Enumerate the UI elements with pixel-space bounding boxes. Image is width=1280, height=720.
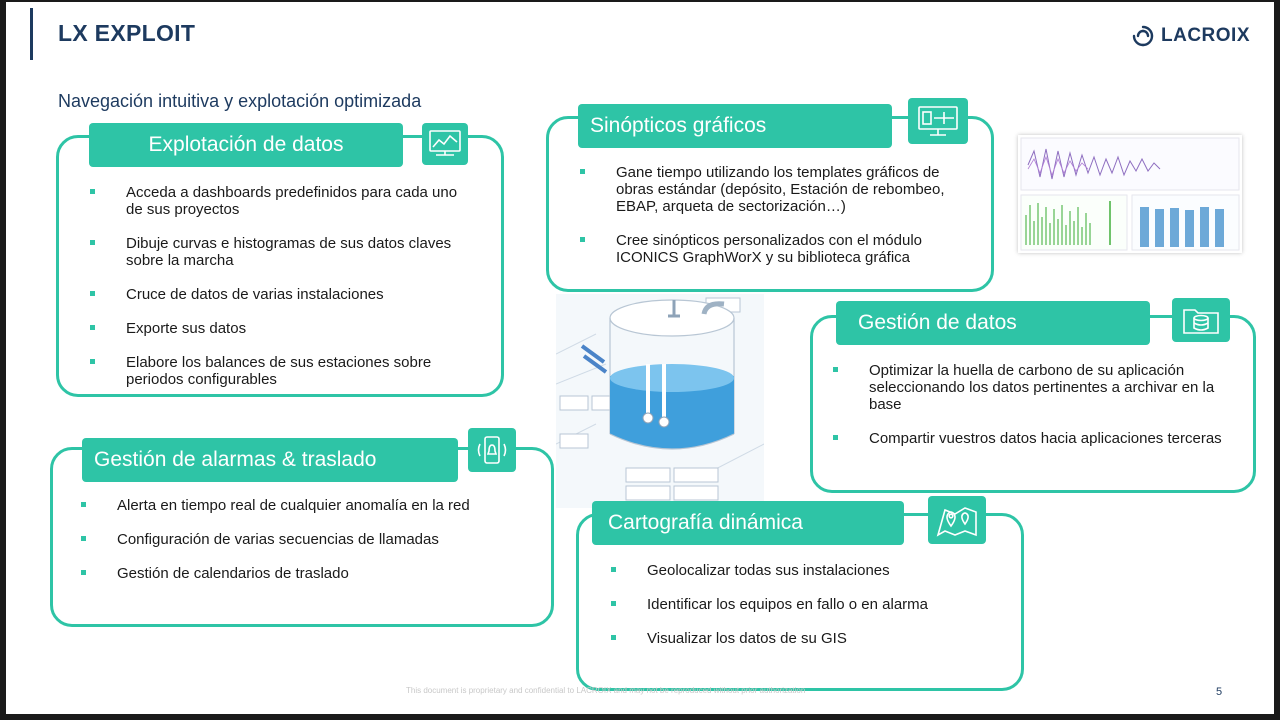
- bullet: [90, 189, 95, 194]
- monitor-synoptic-icon: [908, 98, 968, 144]
- list-item: Cruce de datos de varias instalaciones: [90, 286, 470, 303]
- bullet: [611, 567, 616, 572]
- list-item: Acceda a dashboards predefinidos para ca…: [90, 184, 470, 218]
- map-pin-icon: [928, 496, 986, 544]
- panel-explotacion: Acceda a dashboards predefinidos para ca…: [56, 135, 504, 397]
- bullet: [833, 367, 838, 372]
- list-item: Dibuje curvas e histogramas de sus datos…: [90, 235, 470, 269]
- list-item: Identificar los equipos en fallo o en al…: [611, 596, 1011, 613]
- bullet: [90, 240, 95, 245]
- bullet: [90, 359, 95, 364]
- alarmas-list: Alerta en tiempo real de cualquier anoma…: [81, 497, 501, 582]
- list-item: Exporte sus datos: [90, 320, 470, 337]
- gestion-datos-title-tag: Gestión de datos: [836, 301, 1150, 345]
- slide: LX EXPLOIT LACROIX Navegación intuitiva …: [6, 2, 1274, 714]
- cartografia-list: Geolocalizar todas sus instalaciones Ide…: [611, 562, 1011, 647]
- bullet: [611, 635, 616, 640]
- list-item: Elabore los balances de sus estaciones s…: [90, 354, 470, 388]
- list-item: Configuración de varias secuencias de ll…: [81, 531, 501, 548]
- slide-subtitle: Navegación intuitiva y explotación optim…: [58, 91, 422, 111]
- bullet: [90, 325, 95, 330]
- phone-alarm-icon: [468, 428, 516, 472]
- tank-illustration: [555, 294, 765, 508]
- explotacion-title-tag: Explotación de datos: [89, 123, 403, 167]
- database-folder-icon: [1172, 298, 1230, 342]
- sinopticos-list: Gane tiempo utilizando los templates grá…: [580, 164, 965, 266]
- bullet: [611, 601, 616, 606]
- bullet: [833, 435, 838, 440]
- list-item: Geolocalizar todas sus instalaciones: [611, 562, 1011, 579]
- lacroix-swirl-icon: [1132, 25, 1154, 47]
- dashboard-chart-icon: [422, 123, 468, 165]
- lacroix-logo: LACROIX: [1131, 24, 1250, 48]
- bullet: [580, 169, 585, 174]
- footer-disclaimer: This document is proprietary and confide…: [406, 686, 806, 695]
- logo-text: LACROIX: [1161, 25, 1250, 46]
- list-item: Compartir vuestros datos hacia aplicacio…: [833, 430, 1233, 447]
- dashboard-screenshot: [1018, 135, 1242, 253]
- bullet: [580, 237, 585, 242]
- slide-title: LX EXPLOIT: [58, 20, 196, 46]
- bullet: [81, 502, 86, 507]
- bullet: [81, 536, 86, 541]
- page-number: 5: [1216, 686, 1223, 698]
- sinopticos-title-tag: Sinópticos gráficos: [578, 104, 892, 148]
- bullet: [90, 291, 95, 296]
- gestion-datos-list: Optimizar la huella de carbono de su apl…: [833, 362, 1233, 447]
- title-accent-bar: [30, 8, 33, 60]
- explotacion-list: Acceda a dashboards predefinidos para ca…: [90, 184, 470, 388]
- list-item: Optimizar la huella de carbono de su apl…: [833, 362, 1233, 413]
- list-item: Gane tiempo utilizando los templates grá…: [580, 164, 965, 215]
- list-item: Gestión de calendarios de traslado: [81, 565, 501, 582]
- list-item: Visualizar los datos de su GIS: [611, 630, 1011, 647]
- bullet: [81, 570, 86, 575]
- cartografia-title-tag: Cartografía dinámica: [592, 501, 904, 545]
- list-item: Cree sinópticos personalizados con el mó…: [580, 232, 965, 266]
- list-item: Alerta en tiempo real de cualquier anoma…: [81, 497, 501, 514]
- alarmas-title-tag: Gestión de alarmas & traslado: [82, 438, 458, 482]
